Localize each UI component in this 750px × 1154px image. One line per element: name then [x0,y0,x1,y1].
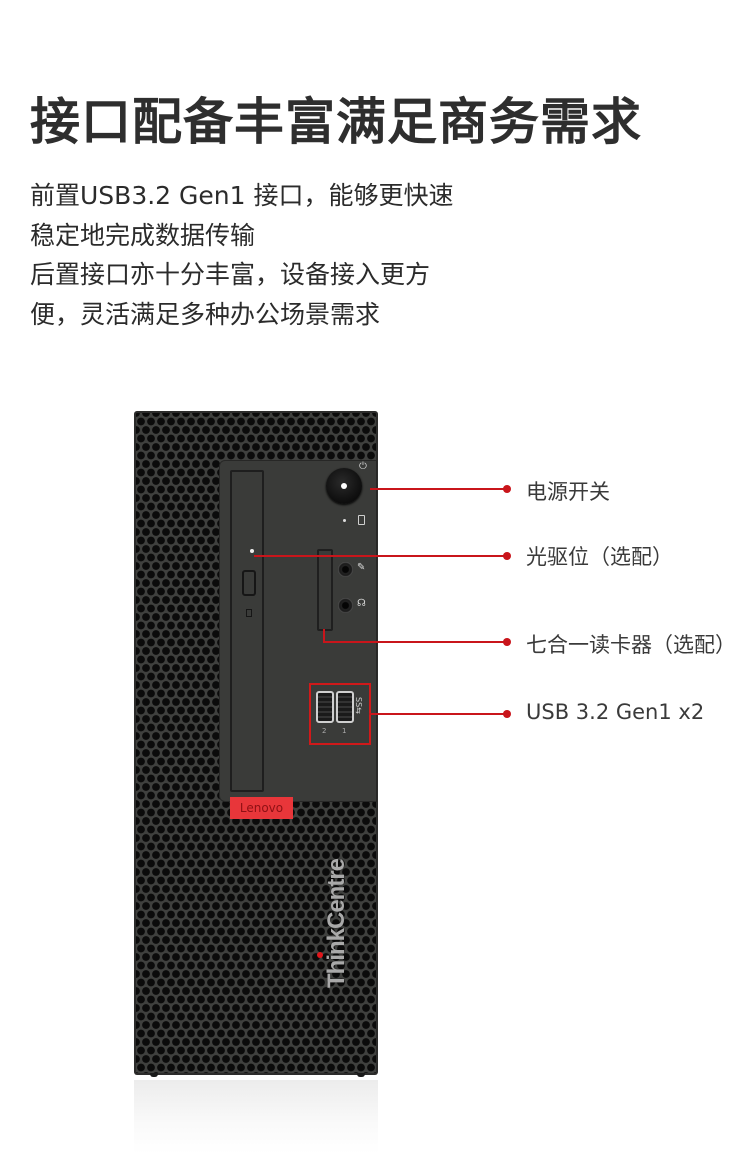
usb-superspeed-icon: SS⇆ [354,697,363,714]
hdd-activity-icon [358,515,365,525]
callout-dot [503,552,511,560]
lenovo-logo-badge: Lenovo [230,797,293,819]
mic-jack [338,562,353,577]
hdd-led [343,519,346,522]
description-line: 便，灵活满足多种办公场景需求 [30,299,381,329]
card-reader-slot [317,549,333,631]
callout-dot [503,638,511,646]
microphone-icon: ✎ [357,562,366,573]
optical-drive-bay [230,470,264,792]
usb-port-1 [336,691,354,723]
callout-line-card-reader [323,641,508,643]
callout-line-optical [254,555,508,557]
callout-line-power [370,488,508,490]
description-line: 前置USB3.2 Gen1 接口，能够更快速 [30,181,454,210]
description-line: 后置接口亦十分丰富，设备接入更方 [30,260,431,289]
callout-label-usb: USB 3.2 Gen1 x2 [526,700,705,724]
callout-label-power-switch: 电源开关 [526,480,610,504]
usb-port-number: 2 [322,727,327,735]
callout-dot [503,485,511,493]
power-button [326,468,362,504]
callout-line-usb [369,713,508,715]
headphone-jack [338,598,353,613]
usb-port-2 [316,691,334,723]
tower-reflection [134,1080,378,1154]
description-line: 稳定地完成数据传输 [30,220,256,250]
description: 前置USB3.2 Gen1 接口，能够更快速 稳定地完成数据传输 后置接口亦十分… [30,176,453,334]
callout-label-card-reader: 七合一读卡器（选配） [526,633,736,657]
optical-drive-eject-button [242,570,256,596]
thinkcentre-logo: ThinkCentre [323,858,350,988]
callout-line-card-reader-vertical [323,629,325,643]
callout-label-optical-drive: 光驱位（选配） [526,545,673,569]
optical-drive-led [250,549,254,553]
tower-foot [357,1073,365,1077]
usb-port-number: 1 [342,727,347,735]
tower-foot [150,1073,158,1077]
page-title: 接口配备丰富满足商务需求 [30,93,642,151]
thinkcentre-red-dot [317,952,323,958]
headphone-icon: ☊ [357,598,366,609]
callout-dot [503,710,511,718]
optical-drive-emergency-hole [246,609,252,617]
power-icon: ⏻ [359,461,367,472]
